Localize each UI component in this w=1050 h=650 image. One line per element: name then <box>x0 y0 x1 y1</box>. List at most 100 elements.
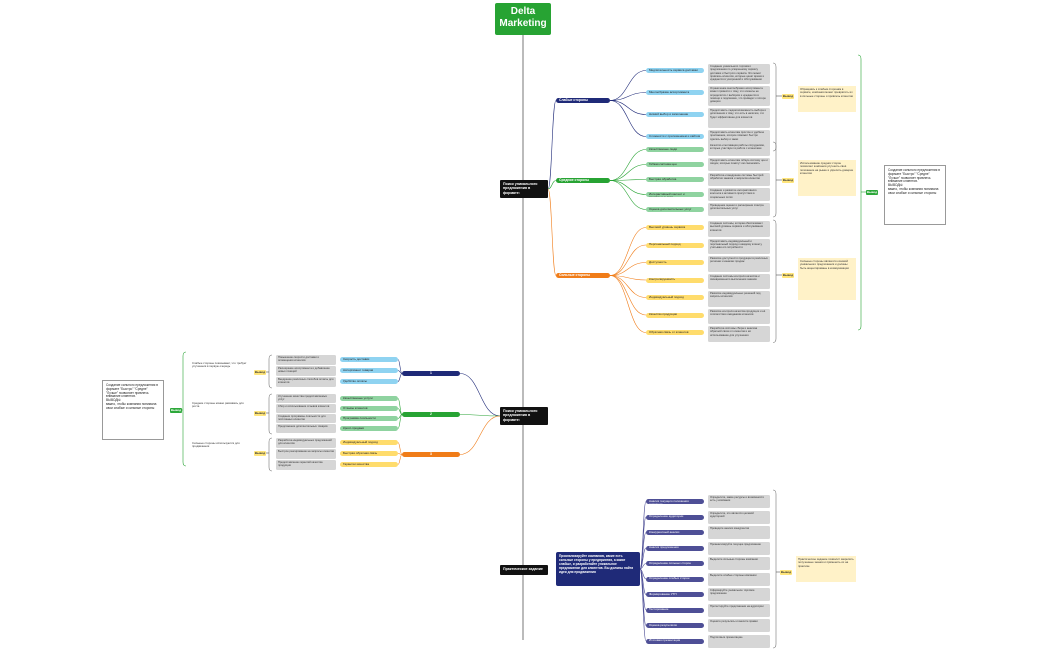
usp2-note-weak: Слабые стороны показывают, что требует у… <box>192 361 247 369</box>
practical-item-description: Сформируйте уникальное торговое предложе… <box>708 588 770 601</box>
weak-item-description: Создание уникального торгового предложен… <box>708 64 770 84</box>
usp2-bar-weak[interactable]: 1 <box>402 371 460 376</box>
category-medium[interactable]: Средние стороны <box>556 178 610 183</box>
usp2-strong-label[interactable]: Гарантии качества <box>340 462 398 467</box>
usp2-medium-description: Улучшение качества предоставляемых услуг <box>276 394 336 403</box>
strong-item-label[interactable]: Персональный подход <box>646 242 704 248</box>
practical-item-label[interactable]: Определение слабых сторон <box>646 576 704 582</box>
summary-chip-right[interactable]: Вывод <box>866 190 878 195</box>
usp2-weak-label[interactable]: Скорость доставки <box>340 357 398 362</box>
summary-right: Создание сильного предложения в формате … <box>884 165 946 225</box>
strong-item-description: Предоставить индивидуальный и персональн… <box>708 238 770 254</box>
usp2-medium-description: Сбор и использование отзывов клиентов <box>276 404 336 413</box>
conclusion-note-strong: Сильные стороны являются основой уникаль… <box>798 258 856 300</box>
usp2-weak-description: Внедрение различных способов оплаты для … <box>276 377 336 387</box>
strong-item-label[interactable]: Высокий уровень сервиса <box>646 225 704 230</box>
usp2-weak-label[interactable]: Ассортимент товаров <box>340 368 398 373</box>
hub-usp-middle[interactable]: Поиск уникального предложения в формате: <box>500 407 548 425</box>
summary-left: Создание сильного предложения в формате … <box>102 380 164 440</box>
practical-item-label[interactable]: Анализ предложения <box>646 545 704 551</box>
medium-item-label[interactable]: Быстрая обработка <box>646 177 704 182</box>
category-strong[interactable]: Сильные стороны <box>556 273 610 278</box>
map-title[interactable]: Delta Marketing <box>495 3 551 35</box>
usp2-medium-label[interactable]: Отзывы клиентов <box>340 406 398 411</box>
hub-practical[interactable]: Практическое задание <box>500 565 548 575</box>
practical-item-description: Проанализируйте текущее предложение <box>708 541 770 555</box>
medium-item-label[interactable]: Качественные люди <box>646 147 704 152</box>
medium-item-description: Проведение оценки и расширение спектра д… <box>708 203 770 216</box>
usp2-strong-label[interactable]: Быстрая обратная связь <box>340 451 398 456</box>
usp2-chip-strong[interactable]: Вывод <box>254 451 266 456</box>
hub-usp-top[interactable]: Поиск уникального предложения в формате: <box>500 180 548 198</box>
conclusion-chip-strong[interactable]: Вывод <box>782 273 794 278</box>
usp2-weak-label[interactable]: Удобство оплаты <box>340 379 398 384</box>
practical-item-description: Проведите анализ конкурентов <box>708 526 770 539</box>
usp2-medium-label[interactable]: Кросс-продажи <box>340 426 398 431</box>
summary-chip-left[interactable]: Вывод <box>170 408 182 413</box>
usp2-note-medium: Средние стороны можно развивать для рост… <box>192 401 244 409</box>
practical-item-description: Выделите слабые стороны компании <box>708 572 770 586</box>
usp2-medium-description: Предложение дополнительных товаров <box>276 424 336 433</box>
conclusion-chip-medium[interactable]: Вывод <box>782 178 794 183</box>
practical-item-label[interactable]: Конкурентный анализ <box>646 530 704 535</box>
practical-item-label[interactable]: Определение аудитории <box>646 514 704 520</box>
usp2-bar-medium[interactable]: 2 <box>402 412 460 417</box>
practical-item-label[interactable]: Определение сильных сторон <box>646 561 704 566</box>
medium-item-description: Предоставить клиентам гибкую систему цен… <box>708 158 770 171</box>
strong-item-description: Создание системы, которая обеспечивает в… <box>708 221 770 237</box>
strong-item-label[interactable]: Качество продукции <box>646 312 704 318</box>
practical-item-description: Определите, какие ресурсы и возможности … <box>708 495 770 508</box>
practical-item-label[interactable]: Итоговая презентация <box>646 638 704 644</box>
practical-item-description: Протестируйте предложение на аудитории <box>708 603 770 617</box>
strong-item-description: Развитие контроля качества продукции и е… <box>708 308 770 324</box>
weak-item-description: Ограничение многообразия ассортимента мо… <box>708 86 770 106</box>
usp2-medium-description: Создание программы лояльности для постоя… <box>276 414 336 423</box>
weak-item-label[interactable]: Сложности с приложением и сайтом <box>646 134 704 139</box>
practical-note: Практическое задание позволит закрепить … <box>796 556 856 582</box>
usp2-note-strong: Сильные стороны используются для продвиж… <box>192 441 240 449</box>
usp2-medium-label[interactable]: Программа лояльности <box>340 416 398 421</box>
practical-item-label[interactable]: Формирование УТП <box>646 592 704 597</box>
medium-item-label[interactable]: Оценка дополнительных услуг <box>646 207 704 212</box>
strong-item-label[interactable]: Доступность <box>646 260 704 265</box>
practical-item-label[interactable]: Тестирование <box>646 607 704 613</box>
practical-item-description: Оцените результаты и внесите правки <box>708 619 770 632</box>
practical-item-label[interactable]: Анализ текущего положения компании <box>646 499 704 504</box>
conclusion-note-medium: Использование средних сторон позволяет к… <box>798 160 856 196</box>
category-weak[interactable]: Слабые стороны <box>556 98 610 103</box>
strong-item-description: Создание системы контроля качества и сво… <box>708 273 770 289</box>
strong-item-description: Развитие индивидуальных решений под запр… <box>708 291 770 307</box>
usp2-chip-medium[interactable]: Вывод <box>254 411 266 416</box>
conclusion-note-weak: Обращаясь к слабым сторонам в сервисе, к… <box>798 86 856 112</box>
weak-item-label[interactable]: Медлительность сервиса доставки <box>646 68 704 73</box>
medium-item-description: Создание и развитие интерактивного конте… <box>708 188 770 201</box>
strong-item-description: Разработка системы сбора и анализа обрат… <box>708 326 770 342</box>
practical-item-label[interactable]: Оценка результатов <box>646 623 704 628</box>
medium-item-label[interactable]: Гибкая система цен <box>646 162 704 167</box>
usp2-strong-description: Предоставление гарантий качества продукц… <box>276 460 336 470</box>
usp2-strong-description: Разработка индивидуальных предложений дл… <box>276 438 336 448</box>
medium-item-description: Качество и мотивация работы сотрудников,… <box>708 143 770 156</box>
conclusion-chip-weak[interactable]: Вывод <box>782 94 794 99</box>
medium-item-description: Разработка и внедрение системы быстрой о… <box>708 173 770 186</box>
weak-item-label[interactable]: Многообразие ассортимента <box>646 90 704 95</box>
practical-description: Проанализируйте компанию, какие есть сил… <box>556 552 640 586</box>
practical-item-description: Подготовьте презентацию <box>708 634 770 648</box>
usp2-medium-label[interactable]: Качественные услуги <box>340 396 398 401</box>
strong-item-label[interactable]: Контролируемость <box>646 277 704 283</box>
usp2-strong-description: Быстрое реагирование на запросы клиентов <box>276 449 336 459</box>
medium-item-label[interactable]: Интерактивный контент и социальные сети <box>646 192 704 197</box>
usp2-weak-description: Расширение ассортимента и добавление нов… <box>276 366 336 376</box>
strong-item-label[interactable]: Обратная связь от клиентов <box>646 330 704 335</box>
strong-item-label[interactable]: Индивидуальный подход <box>646 295 704 300</box>
practical-item-description: Определите, кто является целевой аудитор… <box>708 510 770 524</box>
weak-item-description: Предоставить людям возможность выбора и … <box>708 108 770 128</box>
usp2-chip-weak[interactable]: Вывод <box>254 370 266 375</box>
practical-chip[interactable]: Вывод <box>780 570 792 575</box>
usp2-strong-label[interactable]: Индивидуальный подход <box>340 440 398 445</box>
weak-item-label[interactable]: Низкий выбор и заполнение <box>646 112 704 117</box>
usp2-weak-description: Повышение скорости доставки и оповещения… <box>276 355 336 365</box>
usp2-bar-strong[interactable]: 3 <box>402 452 460 457</box>
